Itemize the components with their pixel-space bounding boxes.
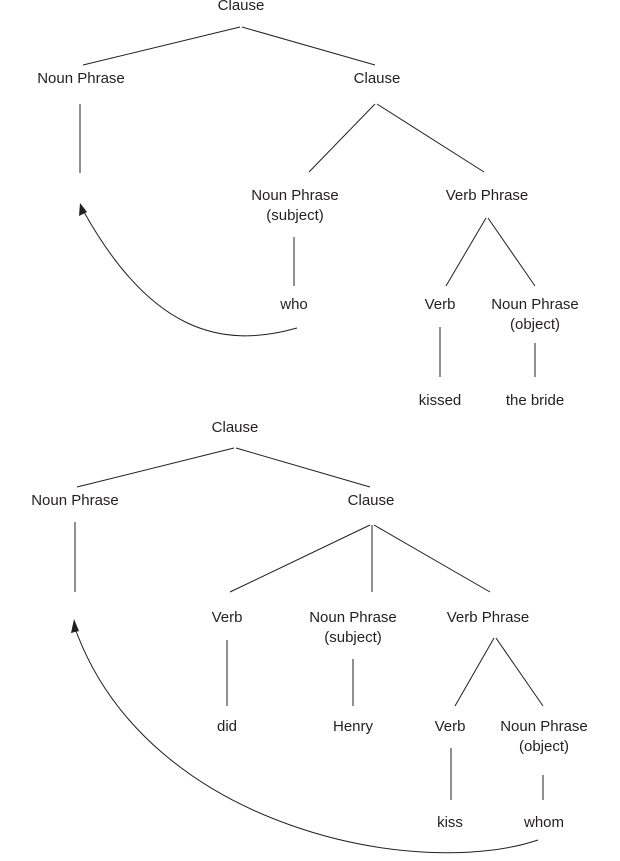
tree2-verb-phrase: Verb Phrase [446,609,530,626]
tree1-fronted-noun-phrase: Noun Phrase [37,70,125,87]
tree1-word-the-bride: the bride [505,392,565,409]
arrowhead-2 [71,619,79,633]
edge-verb-phrase-to-verb [445,217,487,287]
tree1-subject-noun-phrase: Noun Phrase (subject) [251,186,339,226]
edge-clause-to-sub-clause-2 [235,447,371,488]
tree2-object-np-line1: Noun Phrase [500,718,588,735]
arrowhead-1 [79,203,87,216]
edge-sub-clause-to-verb-phrase-2 [373,524,491,593]
tree2-word-henry: Henry [332,718,374,735]
tree2-object-np-line2: (object) [518,738,570,755]
edge-sub-clause-to-verb-phrase [376,103,485,173]
movement-arrow-2 [75,630,539,854]
tree2-subject-np-line2: (subject) [324,629,382,646]
tree1-verb: Verb [424,296,456,313]
tree1-object-np-line2: (object) [509,316,561,333]
tree2-word-kiss: kiss [437,814,463,831]
edge-clause-to-sub-clause [241,26,376,66]
tree1-word-kissed: kissed [418,392,462,409]
edge-sub-clause-to-subject [308,103,376,173]
tree2-sub-clause: Clause [347,492,395,509]
tree2-subject-np-line1: Noun Phrase [309,609,397,626]
tree2-root-clause: Clause [211,419,259,436]
edge-clause-to-noun-phrase [82,26,241,66]
edge-verb-phrase-to-object [487,217,536,287]
edge-clause-to-noun-phrase-2 [76,447,235,488]
tree1-word-who: who [280,296,308,313]
tree1-object-np-line1: Noun Phrase [491,296,579,313]
tree2-aux-verb: Verb [211,609,243,626]
edge-verb-phrase-to-object-2 [495,637,544,707]
tree1-verb-phrase: Verb Phrase [445,187,529,204]
tree1-subject-np-line2: (subject) [266,207,324,224]
edge-sub-clause-to-aux-verb [229,524,371,593]
movement-arrow-1 [83,211,298,337]
tree1-root-clause: Clause [217,0,265,14]
tree2-fronted-noun-phrase: Noun Phrase [31,492,119,509]
tree2-subject-noun-phrase: Noun Phrase (subject) [309,608,397,648]
tree2-verb: Verb [434,718,466,735]
tree1-sub-clause: Clause [353,70,401,87]
tree2-object-noun-phrase: Noun Phrase (object) [500,717,588,757]
edge-verb-phrase-to-verb-2 [454,637,495,707]
tree2-word-whom: whom [523,814,565,831]
tree2-word-did: did [216,718,238,735]
tree1-subject-np-line1: Noun Phrase [251,187,339,204]
tree1-object-noun-phrase: Noun Phrase (object) [491,295,579,335]
